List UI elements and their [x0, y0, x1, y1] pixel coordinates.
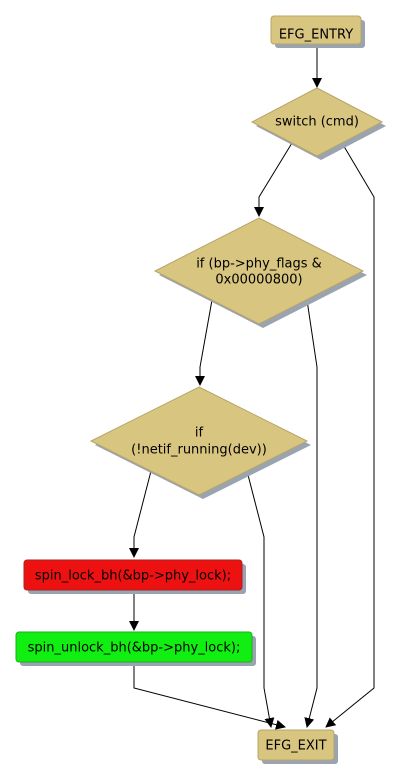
edges: [129, 45, 375, 730]
node-exit-label: EFG_EXIT: [265, 739, 326, 754]
node-if-netif-running: if (!netif_running(dev)): [89, 386, 311, 499]
node-if-phy-flags-line1: if (bp->phy_flags &: [196, 257, 322, 272]
node-entry: EFG_ENTRY: [270, 15, 365, 48]
edge-if2-to-exit: [246, 470, 275, 728]
node-entry-label: EFG_ENTRY: [279, 28, 353, 43]
edge-if2-to-lock: [129, 470, 152, 558]
edge-switch-to-exit: [325, 142, 375, 728]
edge-if1-to-exit: [304, 299, 318, 728]
node-exit: EFG_EXIT: [257, 729, 338, 764]
node-switch: switch (cmd): [250, 87, 386, 160]
edge-if1-to-if2: [195, 299, 213, 386]
node-if-phy-flags: if (bp->phy_flags & 0x00000800): [153, 217, 367, 328]
node-spin-unlock-label: spin_unlock_bh(&bp->phy_lock);: [28, 641, 241, 656]
node-if-phy-flags-line2: 0x00000800): [215, 273, 302, 288]
node-spin-lock-label: spin_lock_bh(&bp->phy_lock);: [35, 569, 231, 584]
edge-switch-to-if1: [254, 142, 293, 217]
node-if-netif-running-line1: if: [195, 426, 204, 441]
node-if-netif-running-line2: (!netif_running(dev)): [131, 443, 267, 458]
node-switch-label: switch (cmd): [275, 115, 359, 130]
node-spin-lock: spin_lock_bh(&bp->phy_lock);: [23, 559, 246, 594]
node-spin-unlock: spin_unlock_bh(&bp->phy_lock);: [15, 631, 256, 666]
edge-unlock-to-exit: [133, 664, 286, 730]
